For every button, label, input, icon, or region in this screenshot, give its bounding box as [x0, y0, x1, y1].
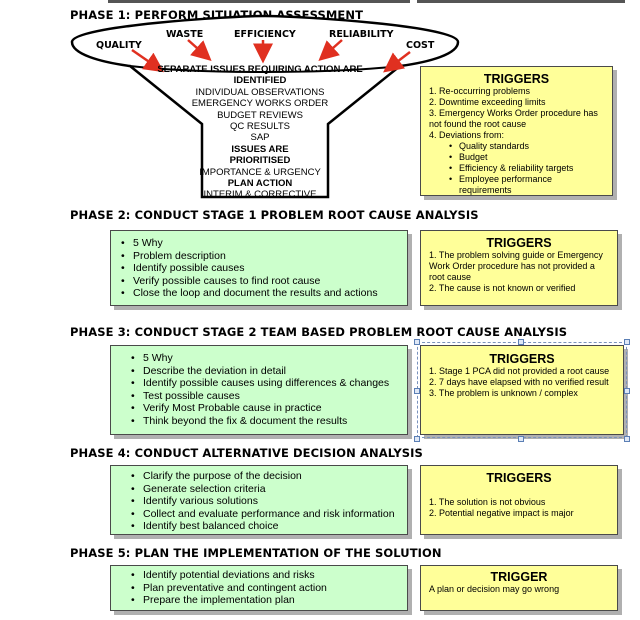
triggers-text: 1. The problem solving guide or Emergenc…	[429, 250, 609, 294]
trigger-line: 2. Downtime exceeding limits	[429, 97, 546, 107]
step-item: Prepare the implementation plan	[131, 594, 397, 607]
triggers-heading: TRIGGERS	[489, 352, 555, 366]
step-item: Test possible causes	[131, 390, 397, 403]
top-border-right	[417, 0, 625, 3]
resize-handle-e[interactable]	[624, 388, 630, 394]
step-item: Think beyond the fix & document the resu…	[131, 415, 397, 428]
funnel-line: INDIVIDUAL OBSERVATIONS	[195, 86, 325, 98]
trigger-line: 4. Deviations from:	[429, 130, 505, 140]
input-waste: WASTE	[166, 29, 204, 40]
step-item: Verify possible causes to find root caus…	[121, 275, 397, 288]
step-item: Identify possible causes	[121, 262, 397, 275]
step-item: Verify Most Probable cause in practice	[131, 402, 397, 415]
trigger-line: 1. Re-occurring problems	[429, 86, 531, 96]
steps-list: Clarify the purpose of the decision Gene…	[131, 470, 397, 533]
deviation-item: Efficiency & reliability targets	[449, 163, 604, 174]
step-item: Plan preventative and contingent action	[131, 582, 397, 595]
step-item: Describe the deviation in detail	[131, 365, 397, 378]
trigger-line: 2. Potential negative impact is major	[429, 508, 574, 518]
deviation-list: Quality standards Budget Efficiency & re…	[429, 141, 604, 196]
funnel-line: PLAN ACTION	[227, 178, 293, 190]
steps-list: Identify potential deviations and risks …	[131, 569, 397, 607]
arrow-reliability	[318, 39, 343, 61]
trigger-heading: TRIGGER	[490, 570, 548, 584]
funnel-line: IMPORTANCE & URGENCY	[199, 166, 321, 178]
step-item: Identify various solutions	[131, 495, 397, 508]
input-quality: QUALITY	[96, 40, 142, 51]
trigger-line: 2. The cause is not known or verified	[429, 283, 576, 293]
funnel-line: IDENTIFIED	[233, 75, 287, 87]
input-reliability: RELIABILITY	[329, 29, 394, 40]
funnel-line: SEPARATE ISSUES REQUIRING ACTION ARE	[157, 64, 363, 75]
phase-3-triggers[interactable]: TRIGGERS 1. Stage 1 PCA did not provided…	[417, 342, 627, 438]
phase-1-triggers: TRIGGERS 1. Re-occurring problems 2. Dow…	[420, 66, 613, 196]
resize-handle-n[interactable]	[518, 339, 524, 345]
funnel-line: BUDGET REVIEWS	[217, 109, 303, 121]
trigger-line: 1. Stage 1 PCA did not provided a root c…	[429, 366, 610, 376]
funnel-shape	[70, 14, 460, 199]
triggers-heading: TRIGGERS	[486, 236, 552, 250]
input-cost: COST	[406, 40, 435, 51]
triggers-heading: TRIGGERS	[483, 72, 550, 86]
phase-5-title: PHASE 5: PLAN THE IMPLEMENTATION OF THE …	[70, 546, 442, 560]
arrow-quality	[131, 48, 165, 73]
trigger-line: 2. 7 days have elapsed with no verified …	[429, 377, 609, 387]
steps-list: 5 Why Problem description Identify possi…	[121, 237, 397, 300]
phase-3-steps: 5 Why Describe the deviation in detail I…	[110, 345, 408, 435]
trigger-line: 3. The problem is unknown / complex	[429, 388, 578, 398]
resize-handle-nw[interactable]	[414, 339, 420, 345]
phase-2-steps: 5 Why Problem description Identify possi…	[110, 230, 408, 306]
phase-4-triggers: TRIGGERS 1. The solution is not obvious …	[420, 465, 618, 535]
funnel-line: INTERIM & CORRECTIVE	[203, 189, 317, 201]
deviation-item: Employee performance requirements	[449, 174, 604, 196]
step-item: Identify possible causes using differenc…	[131, 377, 397, 390]
step-item: Collect and evaluate performance and ris…	[131, 508, 397, 521]
step-item: Problem description	[121, 250, 397, 263]
phase-4-steps: Clarify the purpose of the decision Gene…	[110, 465, 408, 535]
funnel-line: EMERGENCY WORKS ORDER	[191, 98, 329, 110]
step-item: Close the loop and document the results …	[121, 287, 397, 300]
deviation-item: Quality standards	[449, 141, 604, 152]
funnel-contents: SEPARATE ISSUES REQUIRING ACTION ARE IDE…	[140, 64, 380, 201]
phase-5-steps: Identify potential deviations and risks …	[110, 565, 408, 611]
arrow-cost	[383, 51, 411, 73]
triggers-text: 1. The solution is not obvious 2. Potent…	[429, 497, 609, 519]
input-efficiency: EFFICIENCY	[234, 29, 296, 40]
step-item: 5 Why	[131, 352, 397, 365]
resize-handle-ne[interactable]	[624, 339, 630, 345]
steps-list: 5 Why Describe the deviation in detail I…	[131, 352, 397, 428]
phase-2-title: PHASE 2: CONDUCT STAGE 1 PROBLEM ROOT CA…	[70, 208, 479, 222]
trigger-line: 1. The problem solving guide or Emergenc…	[429, 250, 603, 282]
funnel-line: QC RESULTS	[229, 121, 290, 133]
triggers-text: 1. Re-occurring problems 2. Downtime exc…	[429, 86, 604, 196]
resize-handle-s[interactable]	[518, 436, 524, 442]
phase-4-title: PHASE 4: CONDUCT ALTERNATIVE DECISION AN…	[70, 446, 423, 460]
funnel-line: PRIORITISED	[229, 155, 291, 167]
phase-5-triggers: TRIGGER A plan or decision may go wrong	[420, 565, 618, 611]
step-item: 5 Why	[121, 237, 397, 250]
phase-3-title: PHASE 3: CONDUCT STAGE 2 TEAM BASED PROB…	[70, 325, 568, 339]
arrow-waste	[187, 39, 212, 61]
trigger-line: 1. The solution is not obvious	[429, 497, 546, 507]
triggers-heading: TRIGGERS	[486, 471, 552, 485]
resize-handle-sw[interactable]	[414, 436, 420, 442]
phase-2-triggers: TRIGGERS 1. The problem solving guide or…	[420, 230, 618, 306]
top-border-left	[108, 0, 410, 3]
triggers-text: A plan or decision may go wrong	[429, 584, 609, 595]
funnel-line: ISSUES ARE	[231, 143, 289, 155]
resize-handle-w[interactable]	[414, 388, 420, 394]
trigger-line: 3. Emergency Works Order procedure has n…	[429, 108, 598, 129]
resize-handle-se[interactable]	[624, 436, 630, 442]
step-item: Clarify the purpose of the decision	[131, 470, 397, 483]
step-item: Identify potential deviations and risks	[131, 569, 397, 582]
trigger-line: A plan or decision may go wrong	[429, 584, 560, 594]
funnel-line: SAP	[250, 132, 270, 144]
deviation-item: Budget	[449, 152, 604, 163]
triggers-text: 1. Stage 1 PCA did not provided a root c…	[429, 366, 615, 399]
step-item: Identify best balanced choice	[131, 520, 397, 533]
step-item: Generate selection criteria	[131, 483, 397, 496]
